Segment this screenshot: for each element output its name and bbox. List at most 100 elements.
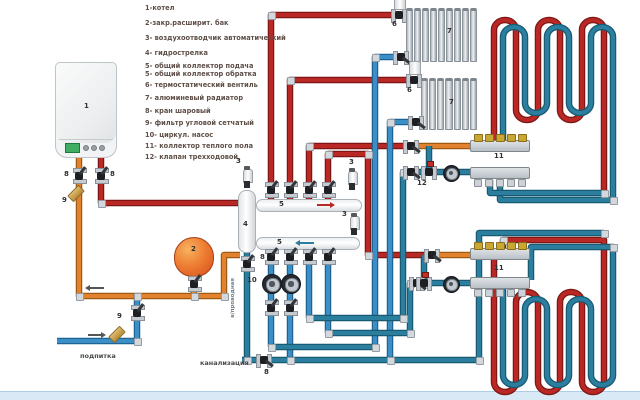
boiler-display: [65, 143, 80, 153]
component-number-label: 11: [494, 152, 504, 160]
pipe-joint: [476, 357, 484, 365]
legend-item: 11- коллектор теплого пола: [145, 142, 254, 150]
teal-pipe: [498, 25, 615, 202]
component-number-label: 12: [417, 179, 427, 187]
legend-item: 2-закр.расширит. бак: [145, 19, 229, 27]
radiator-section: [445, 78, 453, 130]
pipe-joint: [268, 12, 276, 20]
pipe-joint: [372, 54, 380, 62]
pipe-joint: [610, 244, 618, 252]
manifold-valve-cap: [474, 242, 483, 250]
component-number-label: 2: [191, 245, 196, 253]
ball-valve-icon: [263, 247, 279, 265]
legend-item: 6- термостатический вентиль: [145, 81, 258, 89]
component-number-label: 1: [84, 102, 89, 110]
ball-valve-icon: [408, 114, 426, 130]
ball-valve-icon: [129, 303, 145, 321]
flow-arrow-icon: [295, 239, 314, 246]
floor-collector-bar: [470, 277, 530, 289]
pipe-joint: [400, 315, 408, 323]
floor-strip: [0, 391, 640, 400]
ball-valve-icon: [263, 298, 279, 316]
radiator-section: [437, 8, 446, 62]
circulation-pump-icon: [442, 275, 460, 293]
radiator-section: [420, 78, 428, 130]
radiator-2: [420, 78, 478, 130]
radiator-section: [429, 8, 437, 62]
pipe-joint: [134, 338, 142, 346]
component-number-label: 8: [64, 170, 69, 178]
component-number-label: 4: [243, 220, 248, 228]
legend-item: 5- общий коллектор подача: [145, 62, 254, 70]
component-number-label: 11: [494, 264, 504, 272]
manifold-valve-cap: [518, 242, 527, 250]
legend-item: 10- циркул. насос: [145, 131, 214, 139]
ball-valve-icon: [301, 247, 317, 265]
boiler-control-panel: [59, 139, 113, 154]
pipe-joint: [372, 344, 380, 352]
pipe-joint: [268, 344, 276, 352]
radiator-section: [470, 8, 478, 62]
component-number-label: 8: [264, 368, 269, 376]
legend-item: 12- клапан трехходовой: [145, 153, 239, 161]
hydraulic-separator: [238, 190, 256, 253]
pipe-joint: [325, 330, 333, 338]
annotation-makeup: подпитка: [80, 352, 116, 360]
pipe-joint: [610, 197, 618, 205]
ball-valve-icon: [301, 180, 317, 198]
component-number-label: 7: [447, 27, 452, 35]
component-number-label: 8: [110, 170, 115, 178]
thermostatic-valve-head: [409, 61, 421, 75]
pipe-joint: [191, 293, 199, 301]
flow-arrow-icon: [317, 201, 335, 208]
component-number-label: 9: [117, 312, 122, 320]
pipe-joint: [387, 357, 395, 365]
component-number-label: 9: [62, 196, 67, 204]
radiator-section: [454, 8, 462, 62]
component-number-label: 3: [236, 157, 241, 165]
manifold-flow-meter: [518, 179, 526, 187]
legend-item: 5- общий коллектор обратка: [145, 70, 257, 78]
manifold-valve-cap: [496, 242, 505, 250]
boiler-knob: [99, 145, 105, 151]
legend-item: 3- воздухоотводчик автоматический: [145, 34, 286, 42]
component-number-label: 3: [349, 158, 354, 166]
manifold-valve-cap: [485, 242, 494, 250]
ball-valve-icon: [282, 298, 298, 316]
boiler-knob: [83, 145, 89, 151]
ball-valve-icon: [239, 254, 255, 272]
component-number-label: 5: [279, 200, 284, 208]
radiator-section: [413, 8, 421, 62]
radiator-section: [470, 78, 478, 130]
ball-valve-icon: [186, 274, 202, 292]
pipe-joint: [76, 293, 84, 301]
radiator-section: [421, 8, 429, 62]
radiator-section: [453, 78, 461, 130]
pipe-joint: [98, 200, 106, 208]
component-number-label: 7: [449, 98, 454, 106]
component-number-label: 6: [407, 86, 412, 94]
pipe-joint: [287, 77, 295, 85]
legend-item: 7- алюминевый радиатор: [145, 94, 244, 102]
ball-valve-icon: [403, 164, 421, 180]
supply-collector: [256, 199, 362, 212]
manifold-flow-meter: [474, 289, 482, 297]
teal-pipe: [477, 231, 604, 360]
component-number-label: 6: [392, 20, 397, 28]
pipe-joint: [306, 143, 314, 151]
manifold-flow-meter: [496, 179, 504, 187]
component-number-label: 8: [260, 253, 265, 261]
radiator-section: [446, 8, 454, 62]
pipe-joint: [134, 293, 142, 301]
ball-valve-icon: [71, 166, 87, 184]
expansion-tank: [174, 237, 214, 277]
manifold-flow-meter: [518, 289, 526, 297]
component-number-label: 10: [247, 276, 257, 284]
pipe-joint: [244, 357, 252, 365]
manifold-valve-cap: [518, 134, 527, 142]
ball-valve-icon: [263, 180, 279, 198]
pipe-joint: [325, 151, 333, 159]
pipe-joint: [306, 315, 314, 323]
